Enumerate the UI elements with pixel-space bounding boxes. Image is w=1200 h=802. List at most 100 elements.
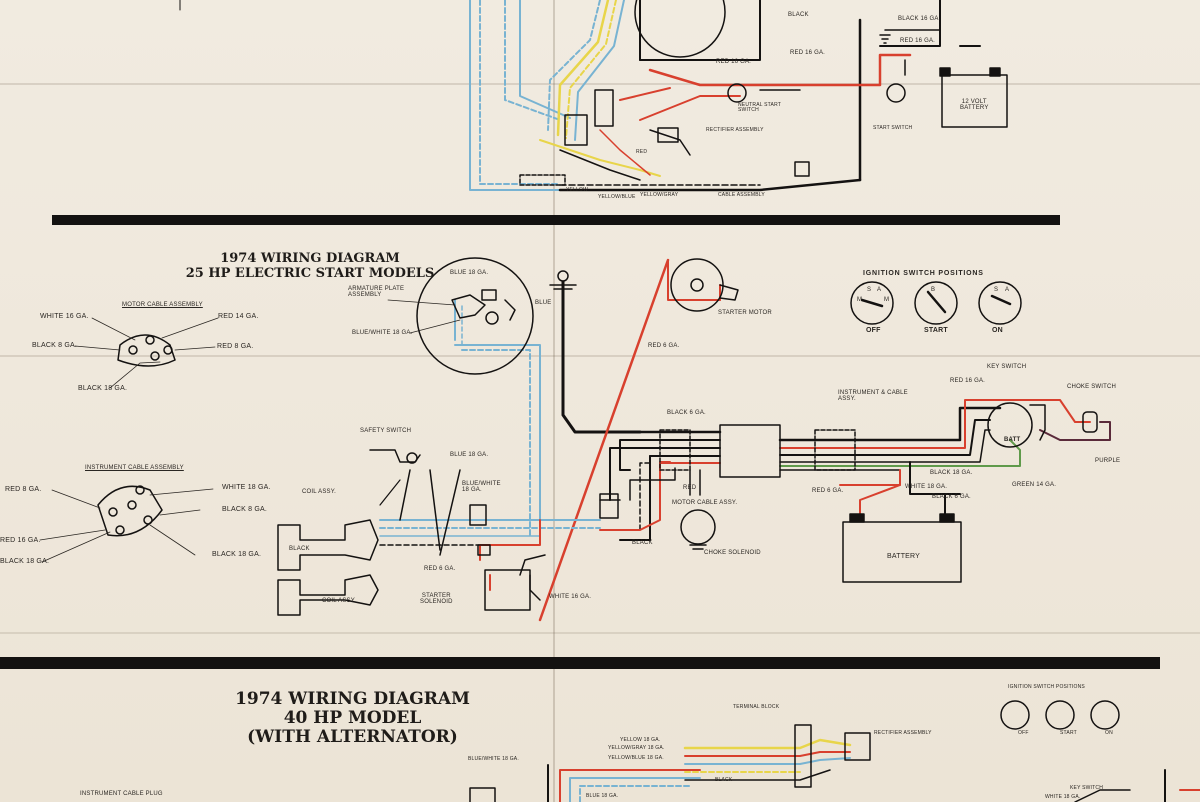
hp40-label-black: BLACK <box>715 777 733 783</box>
starter-solenoid-icon <box>484 569 531 611</box>
label-black-harness: BLACK <box>632 540 653 546</box>
top-label-red-16a: RED 16 GA. <box>790 50 826 56</box>
label-blue-white-18: BLUE/WHITE 18 GA. <box>352 330 413 336</box>
label-choke-switch: CHOKE SWITCH <box>1067 384 1117 390</box>
top-diagram-components <box>519 0 1008 186</box>
motor-cable-assembly-label: MOTOR CABLE ASSEMBLY <box>122 302 203 308</box>
hp40-switch-start: START <box>1060 730 1077 736</box>
hp40-diagram-title: 1974 WIRING DIAGRAM 40 HP MODEL (WITH AL… <box>215 689 490 747</box>
hp40-label-blue-white-18: BLUE/WHITE 18 GA. <box>468 756 519 762</box>
section-divider-bar-lower <box>0 657 1160 669</box>
instr-label-white-18: WHITE 18 GA. <box>222 484 271 491</box>
hp40-title-line1: 1974 WIRING DIAGRAM <box>235 689 470 709</box>
horizontal-fold-crease-lower <box>0 632 1200 634</box>
starter-motor-icon <box>670 258 724 312</box>
instr-label-red-16: RED 16 GA. <box>0 537 41 544</box>
hp40-switch-on: ON <box>1105 730 1113 736</box>
label-blue: BLUE <box>535 300 552 306</box>
hp40-label-yellow-18: YELLOW 18 GA. <box>620 737 661 743</box>
top-label-yellow-blue: YELLOW/BLUE <box>598 194 636 200</box>
ignition-switch-start-icon <box>914 281 958 325</box>
label-key-switch: KEY SWITCH <box>987 364 1027 370</box>
start-switch-icon <box>886 83 906 103</box>
label-white-16-ga: WHITE 16 GA. <box>549 594 592 600</box>
section-divider-bar-upper <box>52 215 1060 225</box>
label-black: BLACK <box>289 546 310 552</box>
ignition-letter-a1: A <box>877 287 882 293</box>
hp40-label-white-18: WHITE 18 GA. <box>1045 794 1081 800</box>
label-black-18: BLACK 18 GA. <box>78 385 128 392</box>
hp40-title-line2: 40 HP MODEL <box>283 708 422 729</box>
label-white-16: WHITE 16 GA. <box>40 313 89 320</box>
label-red: RED <box>683 485 697 491</box>
ignition-switch-start-icon <box>1045 700 1075 730</box>
label-red-6-ga: RED 6 GA. <box>648 343 680 349</box>
battery-icon <box>941 74 1008 128</box>
hp25-leader-lines <box>39 299 461 563</box>
top-label-black-16: BLACK 16 GA. <box>898 16 941 22</box>
top-label-red: RED <box>636 149 648 155</box>
instr-label-black-18-right: BLACK 18 GA. <box>212 551 262 558</box>
choke-switch-icon <box>1082 411 1098 433</box>
ignition-letter-m1: M <box>857 297 863 303</box>
instrument-cable-assembly-label: INSTRUMENT CABLE ASSEMBLY <box>85 465 184 471</box>
choke-solenoid-icon <box>680 509 716 545</box>
coil-assy-icon <box>277 519 379 571</box>
top-label-cable-assembly: CABLE ASSEMBLY <box>718 192 765 198</box>
label-motor-cable-assy: MOTOR CABLE ASSY. <box>672 500 738 506</box>
hp25-components <box>97 257 1098 616</box>
label-blue-18: BLUE 18 GA. <box>450 270 489 276</box>
hp40-wiring <box>547 738 1200 802</box>
instrument-cable-plug-icon <box>97 485 163 537</box>
hp40-label-instrument-cable-plug: INSTRUMENT CABLE PLUG <box>80 791 163 797</box>
hp40-ignition-heading: IGNITION SWITCH POSITIONS <box>1008 684 1085 690</box>
connector-icon <box>564 114 588 146</box>
instrument-cable-plug-icon <box>469 787 496 802</box>
armature-plate-icon <box>416 257 534 375</box>
top-diagram-wiring <box>179 0 981 192</box>
motor-cable-plug-icon <box>117 334 176 367</box>
hp40-label-terminal-block: TERMINAL BLOCK <box>733 704 780 710</box>
label-safety-switch: SAFETY SWITCH <box>360 428 412 434</box>
hp40-switch-off: OFF <box>1018 730 1029 736</box>
ignition-letter-s3: S <box>994 287 999 293</box>
label-starter-motor: STARTER MOTOR <box>718 310 772 316</box>
label-coil-assy-upper: COIL ASSY. <box>302 489 337 495</box>
hp40-label-yellow-blue-18: YELLOW/BLUE 18 GA. <box>608 755 664 761</box>
coil-assy-lower-icon <box>277 574 379 616</box>
label-armature-plate: ARMATURE PLATE ASSEMBLY <box>348 286 405 298</box>
label-green-14: GREEN 14 GA. <box>1012 482 1057 488</box>
label-starter-solenoid: STARTER SOLENOID <box>420 593 453 605</box>
key-switch-icon <box>987 402 1033 448</box>
terminal-block-icon <box>594 89 614 127</box>
label-white-18-ga: WHITE 18 GA. <box>905 484 948 490</box>
top-label-start-switch: START SWITCH <box>873 125 913 131</box>
ignition-switch-on-icon <box>1090 700 1120 730</box>
ignition-switch-off-icon <box>1000 700 1030 730</box>
horizontal-fold-crease-upper <box>0 83 1200 85</box>
ground-icon <box>879 34 891 44</box>
instr-label-red-8: RED 8 GA. <box>5 486 42 493</box>
label-coil-assy-lower: COIL ASSY. <box>322 598 357 604</box>
switch-position-start: START <box>924 327 948 334</box>
label-black-8: BLACK 8 GA. <box>32 342 77 349</box>
instrument-cable-assy-icon <box>719 424 781 478</box>
top-label-red-16c: RED 16 GA. <box>716 59 752 65</box>
label-battery: BATTERY <box>887 553 921 560</box>
label-red-16-ga: RED 16 GA. <box>950 378 986 384</box>
ignition-switch-positions-heading: IGNITION SWITCH POSITIONS <box>863 270 984 277</box>
horizontal-fold-crease-middle <box>0 355 1200 357</box>
ignition-letter-a3: A <box>1005 287 1010 293</box>
hp40-components <box>469 700 1120 802</box>
switch-position-off: OFF <box>866 327 881 334</box>
top-label-yellow: YELLOW <box>566 187 589 193</box>
hp40-label-yellow-gray-18: YELLOW/GRAY 18 GA. <box>608 745 665 751</box>
label-red-6-ga-battery: RED 6 GA. <box>812 488 844 494</box>
top-label-rectifier: RECTIFIER ASSEMBLY <box>706 127 764 133</box>
label-black-18-ga-harness: BLACK 18 GA. <box>930 470 973 476</box>
top-label-red-16b: RED 16 GA. <box>900 38 936 44</box>
ground-post-icon <box>557 270 569 282</box>
ignition-letter-m2: M <box>884 297 890 303</box>
label-choke-solenoid: CHOKE SOLENOID <box>704 550 761 556</box>
ignition-switch-on-icon <box>978 281 1022 325</box>
